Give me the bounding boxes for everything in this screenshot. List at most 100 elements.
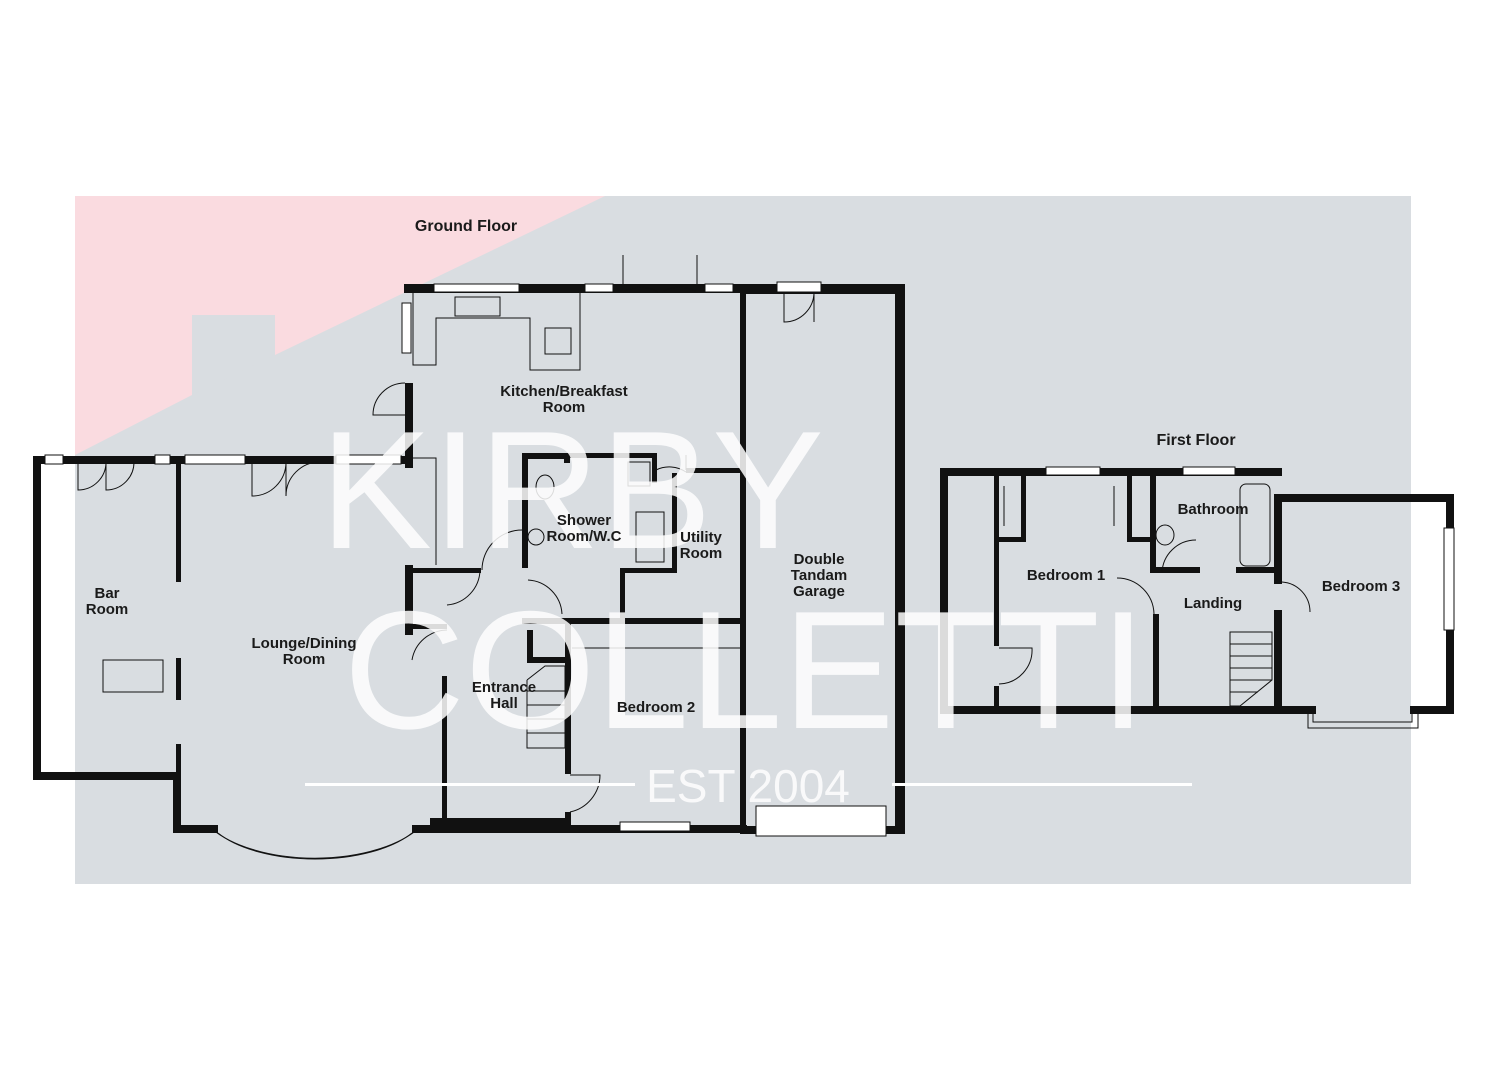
door-swing bbox=[411, 629, 448, 661]
room-label-bedroom-2: Bedroom 2 bbox=[617, 699, 695, 716]
wall bbox=[620, 568, 625, 623]
basin bbox=[1155, 524, 1175, 546]
kitchen-units bbox=[413, 457, 437, 565]
wall bbox=[999, 537, 1026, 542]
room-label-bedroom-1: Bedroom 1 bbox=[1027, 567, 1105, 584]
wall bbox=[404, 284, 744, 293]
wall bbox=[1127, 476, 1132, 540]
wall bbox=[430, 818, 567, 826]
wall bbox=[176, 464, 181, 582]
wall bbox=[1274, 494, 1282, 584]
kitchen-units bbox=[412, 293, 581, 371]
wall bbox=[412, 825, 747, 833]
wall bbox=[442, 676, 447, 828]
door-swing bbox=[1116, 577, 1155, 615]
toilet bbox=[535, 474, 555, 500]
wall bbox=[1410, 706, 1454, 714]
door-swing bbox=[481, 529, 523, 571]
wall bbox=[522, 618, 744, 624]
wall bbox=[1153, 614, 1159, 710]
shower-tray bbox=[635, 511, 665, 563]
window bbox=[184, 454, 246, 465]
door-swing bbox=[527, 579, 563, 615]
window bbox=[1443, 527, 1455, 631]
door-swing bbox=[998, 647, 1033, 685]
wall bbox=[522, 453, 528, 568]
wall bbox=[405, 565, 413, 635]
watermark-rule-right bbox=[892, 783, 1192, 786]
garage-door bbox=[755, 805, 887, 837]
house-silhouette-chimney bbox=[192, 315, 275, 395]
wall bbox=[740, 284, 904, 294]
room-label-bathroom: Bathroom bbox=[1178, 501, 1249, 518]
wall bbox=[1274, 494, 1454, 502]
room-label-landing: Landing bbox=[1184, 595, 1242, 612]
bath bbox=[1239, 483, 1271, 567]
wall bbox=[895, 284, 905, 834]
french-door-swing bbox=[622, 255, 698, 293]
double-door-swing bbox=[77, 461, 135, 491]
door-swing bbox=[1281, 581, 1311, 613]
window bbox=[401, 302, 412, 354]
hob bbox=[544, 327, 572, 355]
wall bbox=[672, 473, 677, 573]
wall bbox=[1150, 476, 1156, 572]
wall bbox=[405, 383, 413, 468]
wall bbox=[994, 686, 999, 708]
wall bbox=[1021, 476, 1026, 540]
door-swing bbox=[655, 455, 687, 473]
wall bbox=[940, 706, 1316, 714]
bar-counter bbox=[102, 659, 164, 693]
wall bbox=[1236, 567, 1278, 573]
room-label-bedroom-3: Bedroom 3 bbox=[1322, 578, 1400, 595]
door-swing bbox=[783, 291, 815, 323]
wall bbox=[176, 744, 181, 776]
first-floor-walls bbox=[940, 468, 1454, 714]
wall bbox=[33, 456, 41, 780]
wall bbox=[940, 468, 1282, 476]
wall bbox=[994, 476, 999, 646]
door-swing bbox=[569, 774, 601, 813]
window bbox=[154, 454, 171, 465]
watermark-rule-left bbox=[305, 783, 635, 786]
wall bbox=[1127, 537, 1155, 542]
first-stairs bbox=[1229, 631, 1273, 707]
watermark-line1: KIRBY bbox=[320, 396, 824, 584]
roof-accent bbox=[75, 196, 605, 455]
first-floor-title: First Floor bbox=[1156, 432, 1235, 449]
wardrobe bbox=[1003, 486, 1115, 526]
wall bbox=[527, 657, 567, 663]
wall bbox=[565, 624, 571, 774]
appliance bbox=[627, 461, 651, 487]
first-floor-openings bbox=[998, 466, 1455, 729]
watermark: KIRBY COLLETTI EST 2004 bbox=[305, 396, 1192, 812]
wall bbox=[173, 825, 218, 833]
wall bbox=[686, 468, 744, 473]
ground-floor-title: Ground Floor bbox=[415, 218, 517, 235]
window bbox=[44, 454, 64, 465]
bay-window bbox=[1307, 714, 1419, 729]
wall bbox=[940, 468, 948, 714]
window bbox=[1045, 466, 1101, 476]
wall bbox=[1446, 494, 1454, 530]
wall bbox=[1446, 628, 1454, 714]
window bbox=[704, 283, 734, 293]
wall bbox=[1150, 567, 1200, 573]
ground-floor-openings bbox=[44, 255, 887, 860]
wall bbox=[176, 658, 181, 700]
bay-window bbox=[217, 832, 413, 860]
ground-stairs bbox=[526, 665, 566, 749]
watermark-line2: COLLETTI bbox=[344, 576, 1147, 764]
wall bbox=[527, 630, 533, 662]
wall bbox=[564, 453, 656, 458]
door-swing bbox=[1161, 539, 1197, 574]
basin bbox=[527, 528, 545, 546]
